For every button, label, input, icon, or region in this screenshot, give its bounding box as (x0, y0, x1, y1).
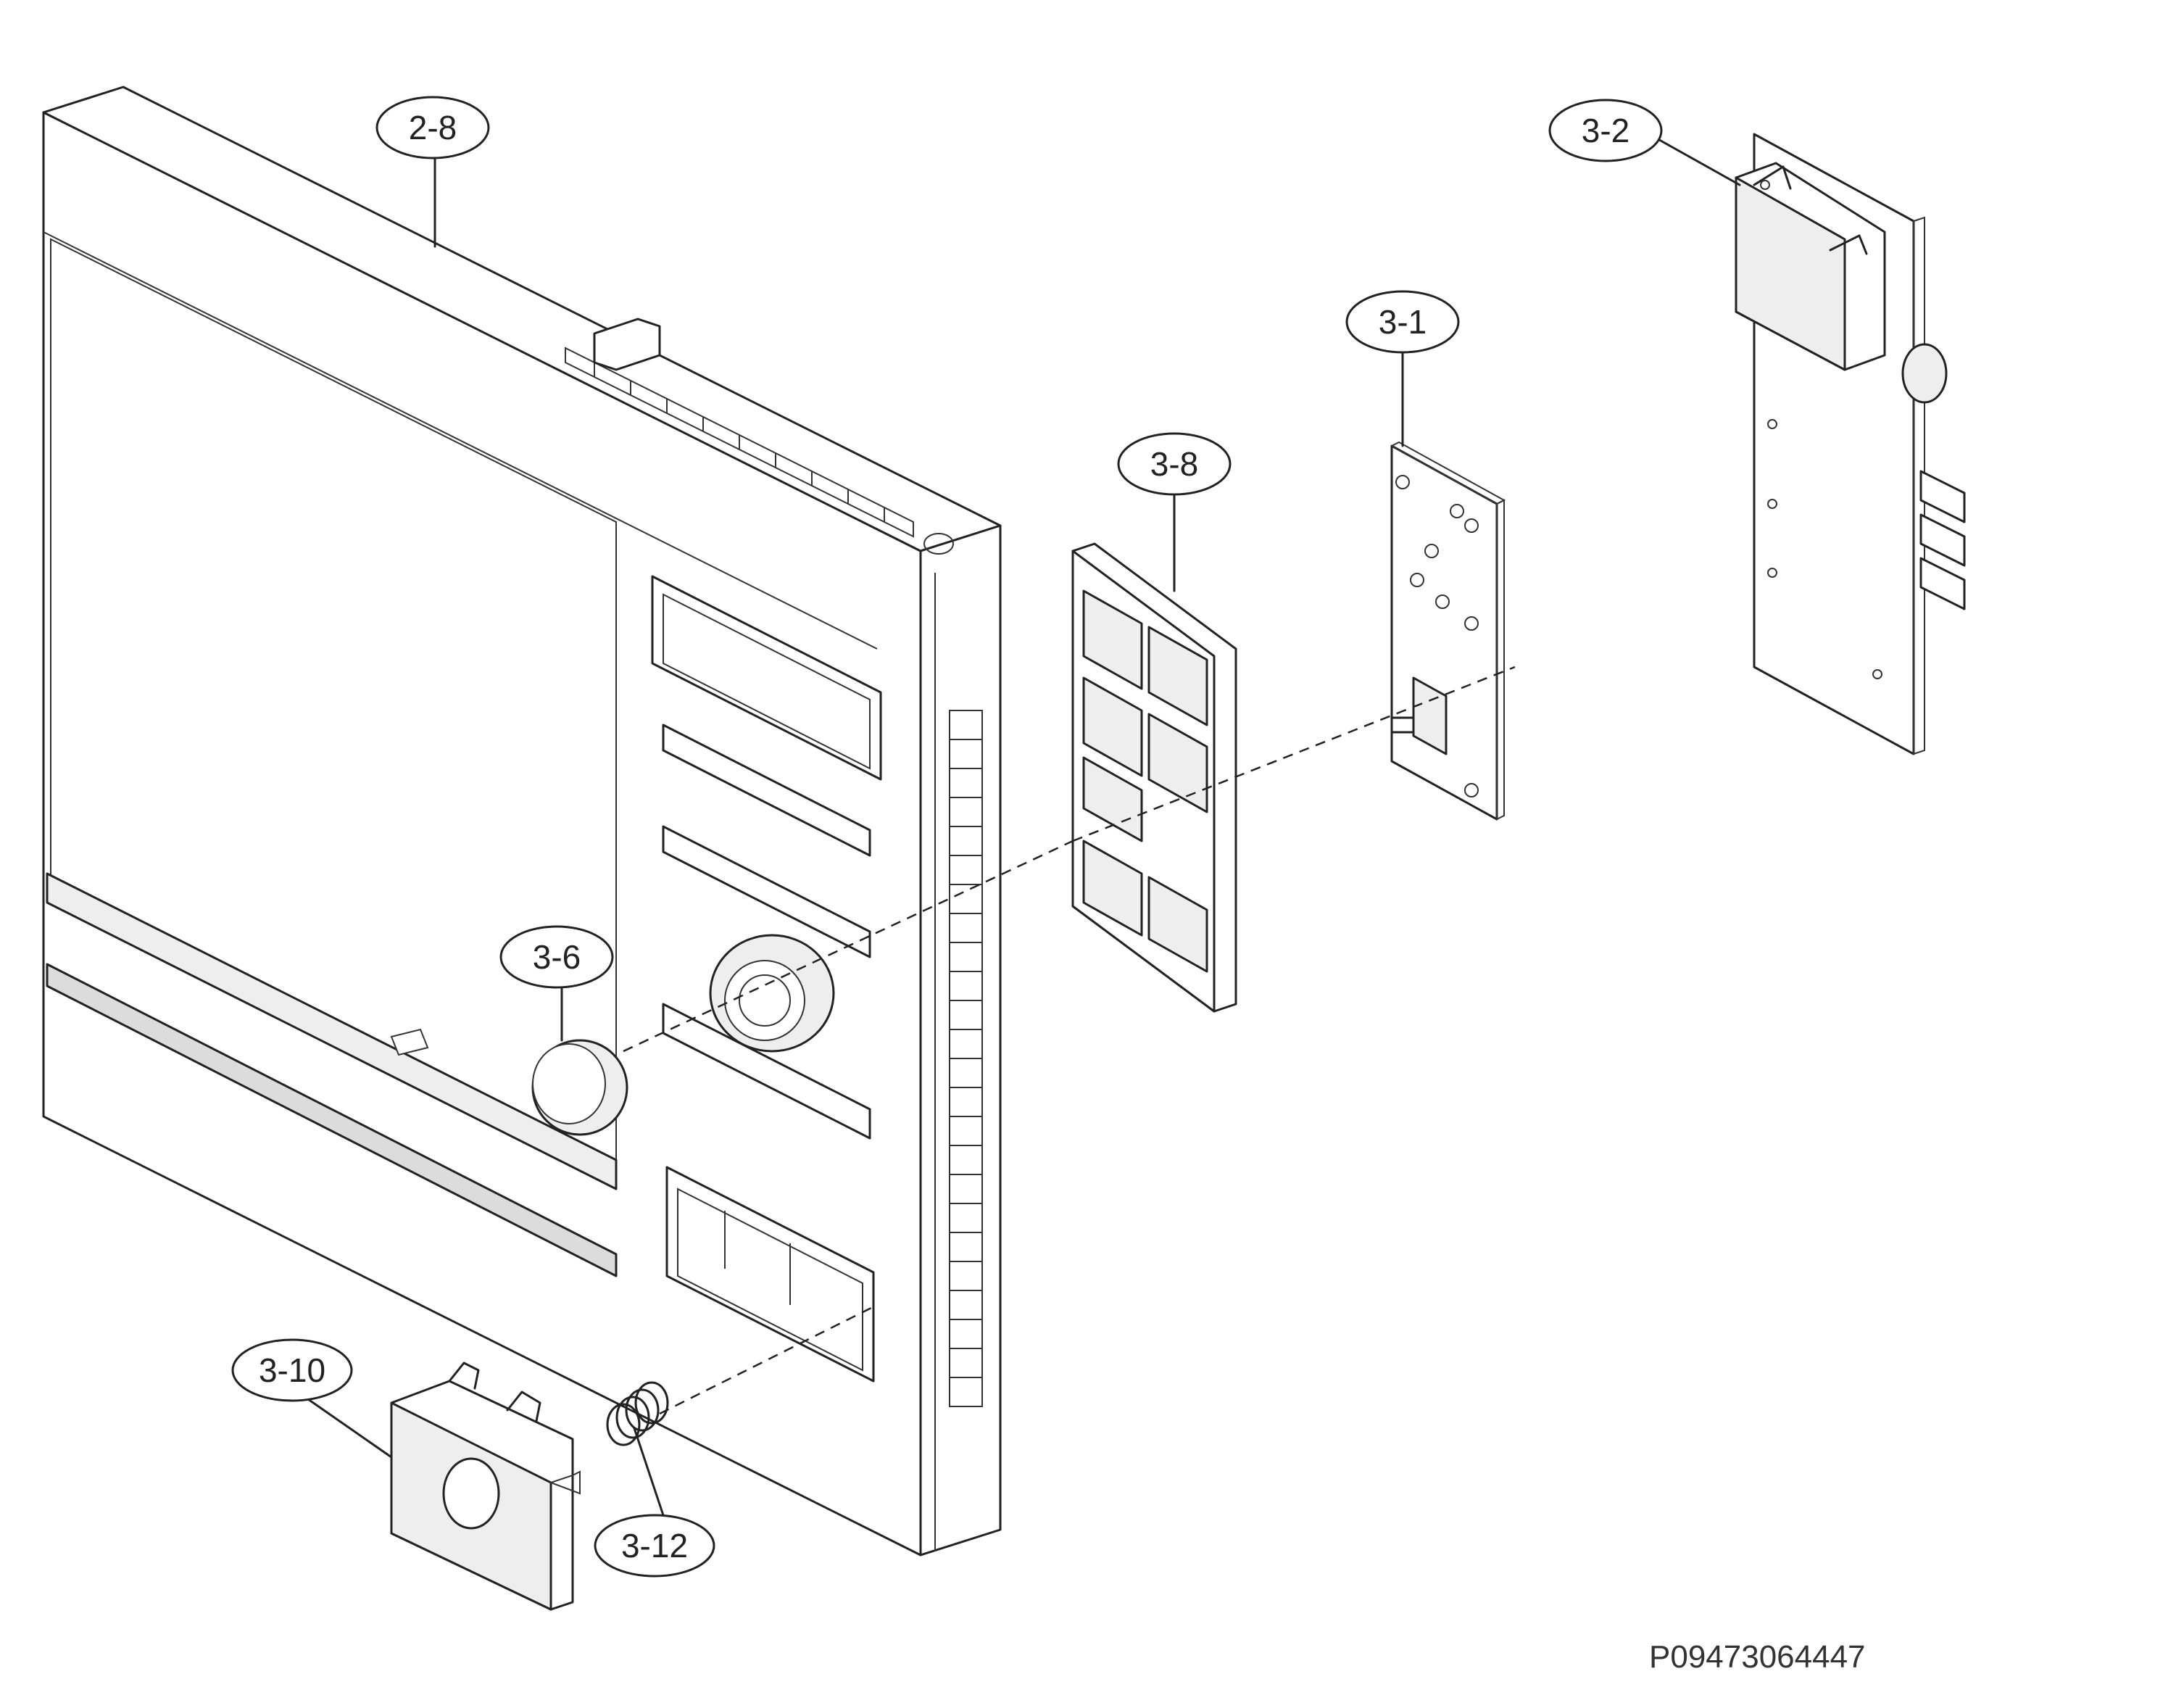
keypad-membrane-part (1071, 542, 1237, 1013)
callout-label-3-2: 3-2 (1582, 112, 1629, 149)
callout-3-6: 3-6 (499, 925, 614, 989)
callout-2-8: 2-8 (375, 96, 490, 159)
power-board-part (1735, 133, 1966, 755)
callout-3-10: 3-10 (231, 1338, 353, 1402)
callout-label-3-10: 3-10 (259, 1351, 325, 1389)
door-button-part (390, 1362, 581, 1611)
callout-3-2: 3-2 (1548, 99, 1663, 162)
callout-label-3-8: 3-8 (1150, 445, 1198, 483)
alignment-lines (623, 666, 1516, 1415)
callout-3-1: 3-1 (1345, 290, 1460, 354)
spring-part (606, 1381, 669, 1446)
callout-label-3-1: 3-1 (1379, 303, 1427, 341)
front-panel-part (42, 86, 1002, 1557)
callout-label-2-8: 2-8 (409, 109, 457, 146)
diagram-reference-code: P09473064447 (1649, 1639, 1866, 1675)
callout-3-8: 3-8 (1117, 432, 1232, 496)
control-board-part (1390, 441, 1506, 821)
knob-part (531, 1039, 628, 1136)
callout-3-12: 3-12 (594, 1514, 715, 1578)
leader-lines (307, 133, 1741, 1517)
callout-label-3-6: 3-6 (533, 938, 581, 976)
callout-label-3-12: 3-12 (621, 1527, 688, 1565)
